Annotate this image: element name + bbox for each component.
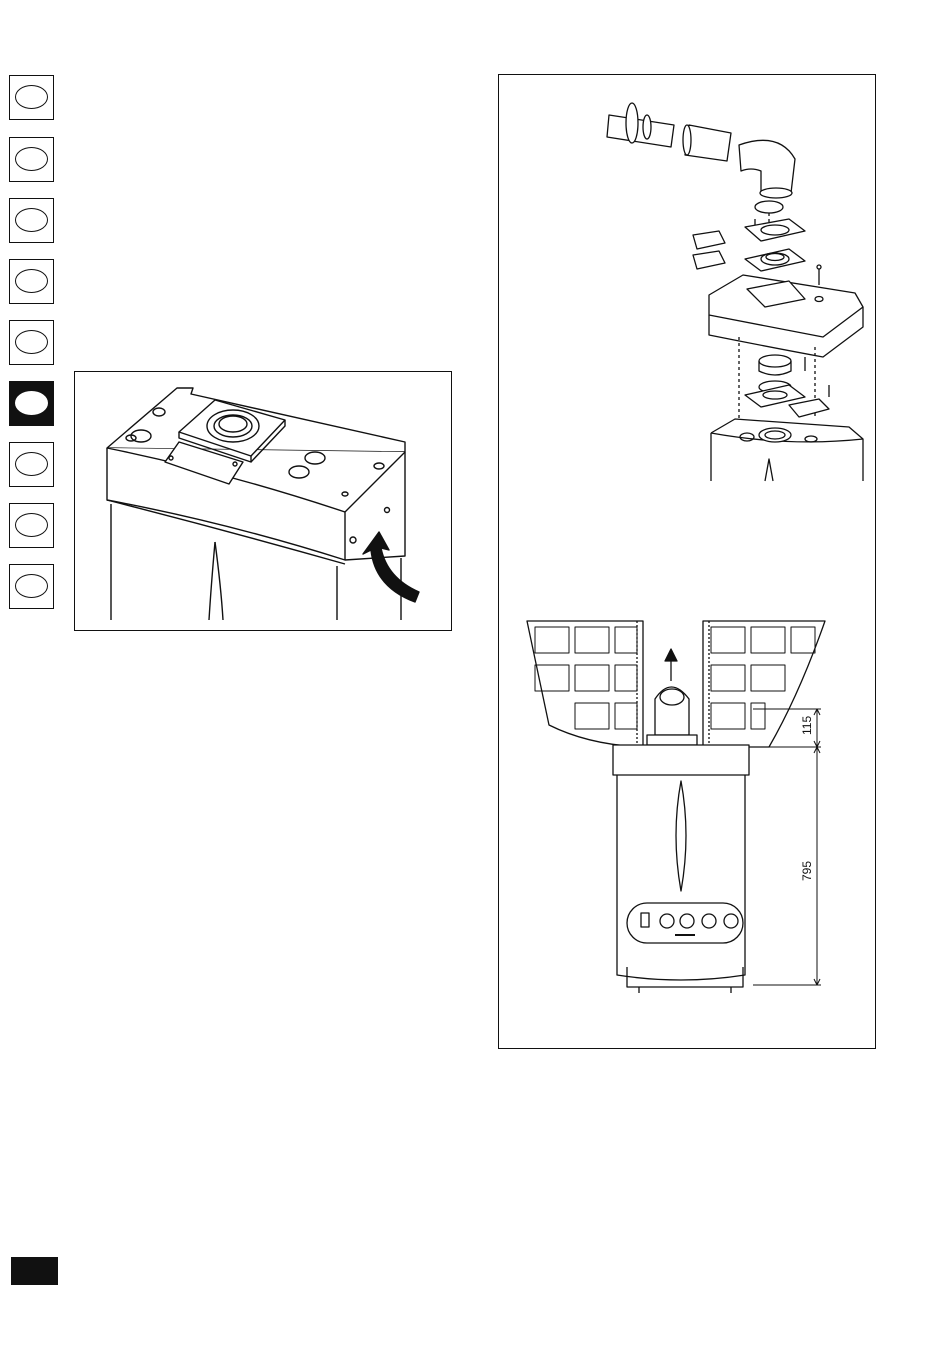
language-tab-6-active[interactable] bbox=[9, 381, 54, 426]
oval-icon bbox=[15, 147, 48, 171]
flue-installation-figure: 115 795 bbox=[498, 74, 876, 1049]
language-tab-1[interactable] bbox=[9, 75, 54, 120]
boiler-top-cover-figure bbox=[74, 371, 452, 631]
oval-icon bbox=[15, 452, 48, 476]
boiler-top-cover-drawing bbox=[75, 372, 451, 630]
language-tab-5[interactable] bbox=[9, 320, 54, 365]
language-tab-7[interactable] bbox=[9, 442, 54, 487]
language-tab-2[interactable] bbox=[9, 137, 54, 182]
page-number-box bbox=[11, 1257, 58, 1285]
language-tab-3[interactable] bbox=[9, 198, 54, 243]
oval-icon bbox=[15, 208, 48, 232]
language-tab-8[interactable] bbox=[9, 503, 54, 548]
dimension-boiler-height: 795 bbox=[800, 861, 814, 881]
language-tab-4[interactable] bbox=[9, 259, 54, 304]
flue-kit-drawing: 115 795 bbox=[499, 75, 875, 1048]
oval-icon bbox=[15, 513, 48, 537]
language-tab-9[interactable] bbox=[9, 564, 54, 609]
oval-icon bbox=[15, 85, 48, 109]
oval-icon bbox=[15, 574, 48, 598]
oval-icon bbox=[15, 330, 48, 354]
dimension-flue-height: 115 bbox=[800, 716, 814, 735]
oval-icon bbox=[15, 269, 48, 293]
oval-icon bbox=[15, 391, 48, 415]
